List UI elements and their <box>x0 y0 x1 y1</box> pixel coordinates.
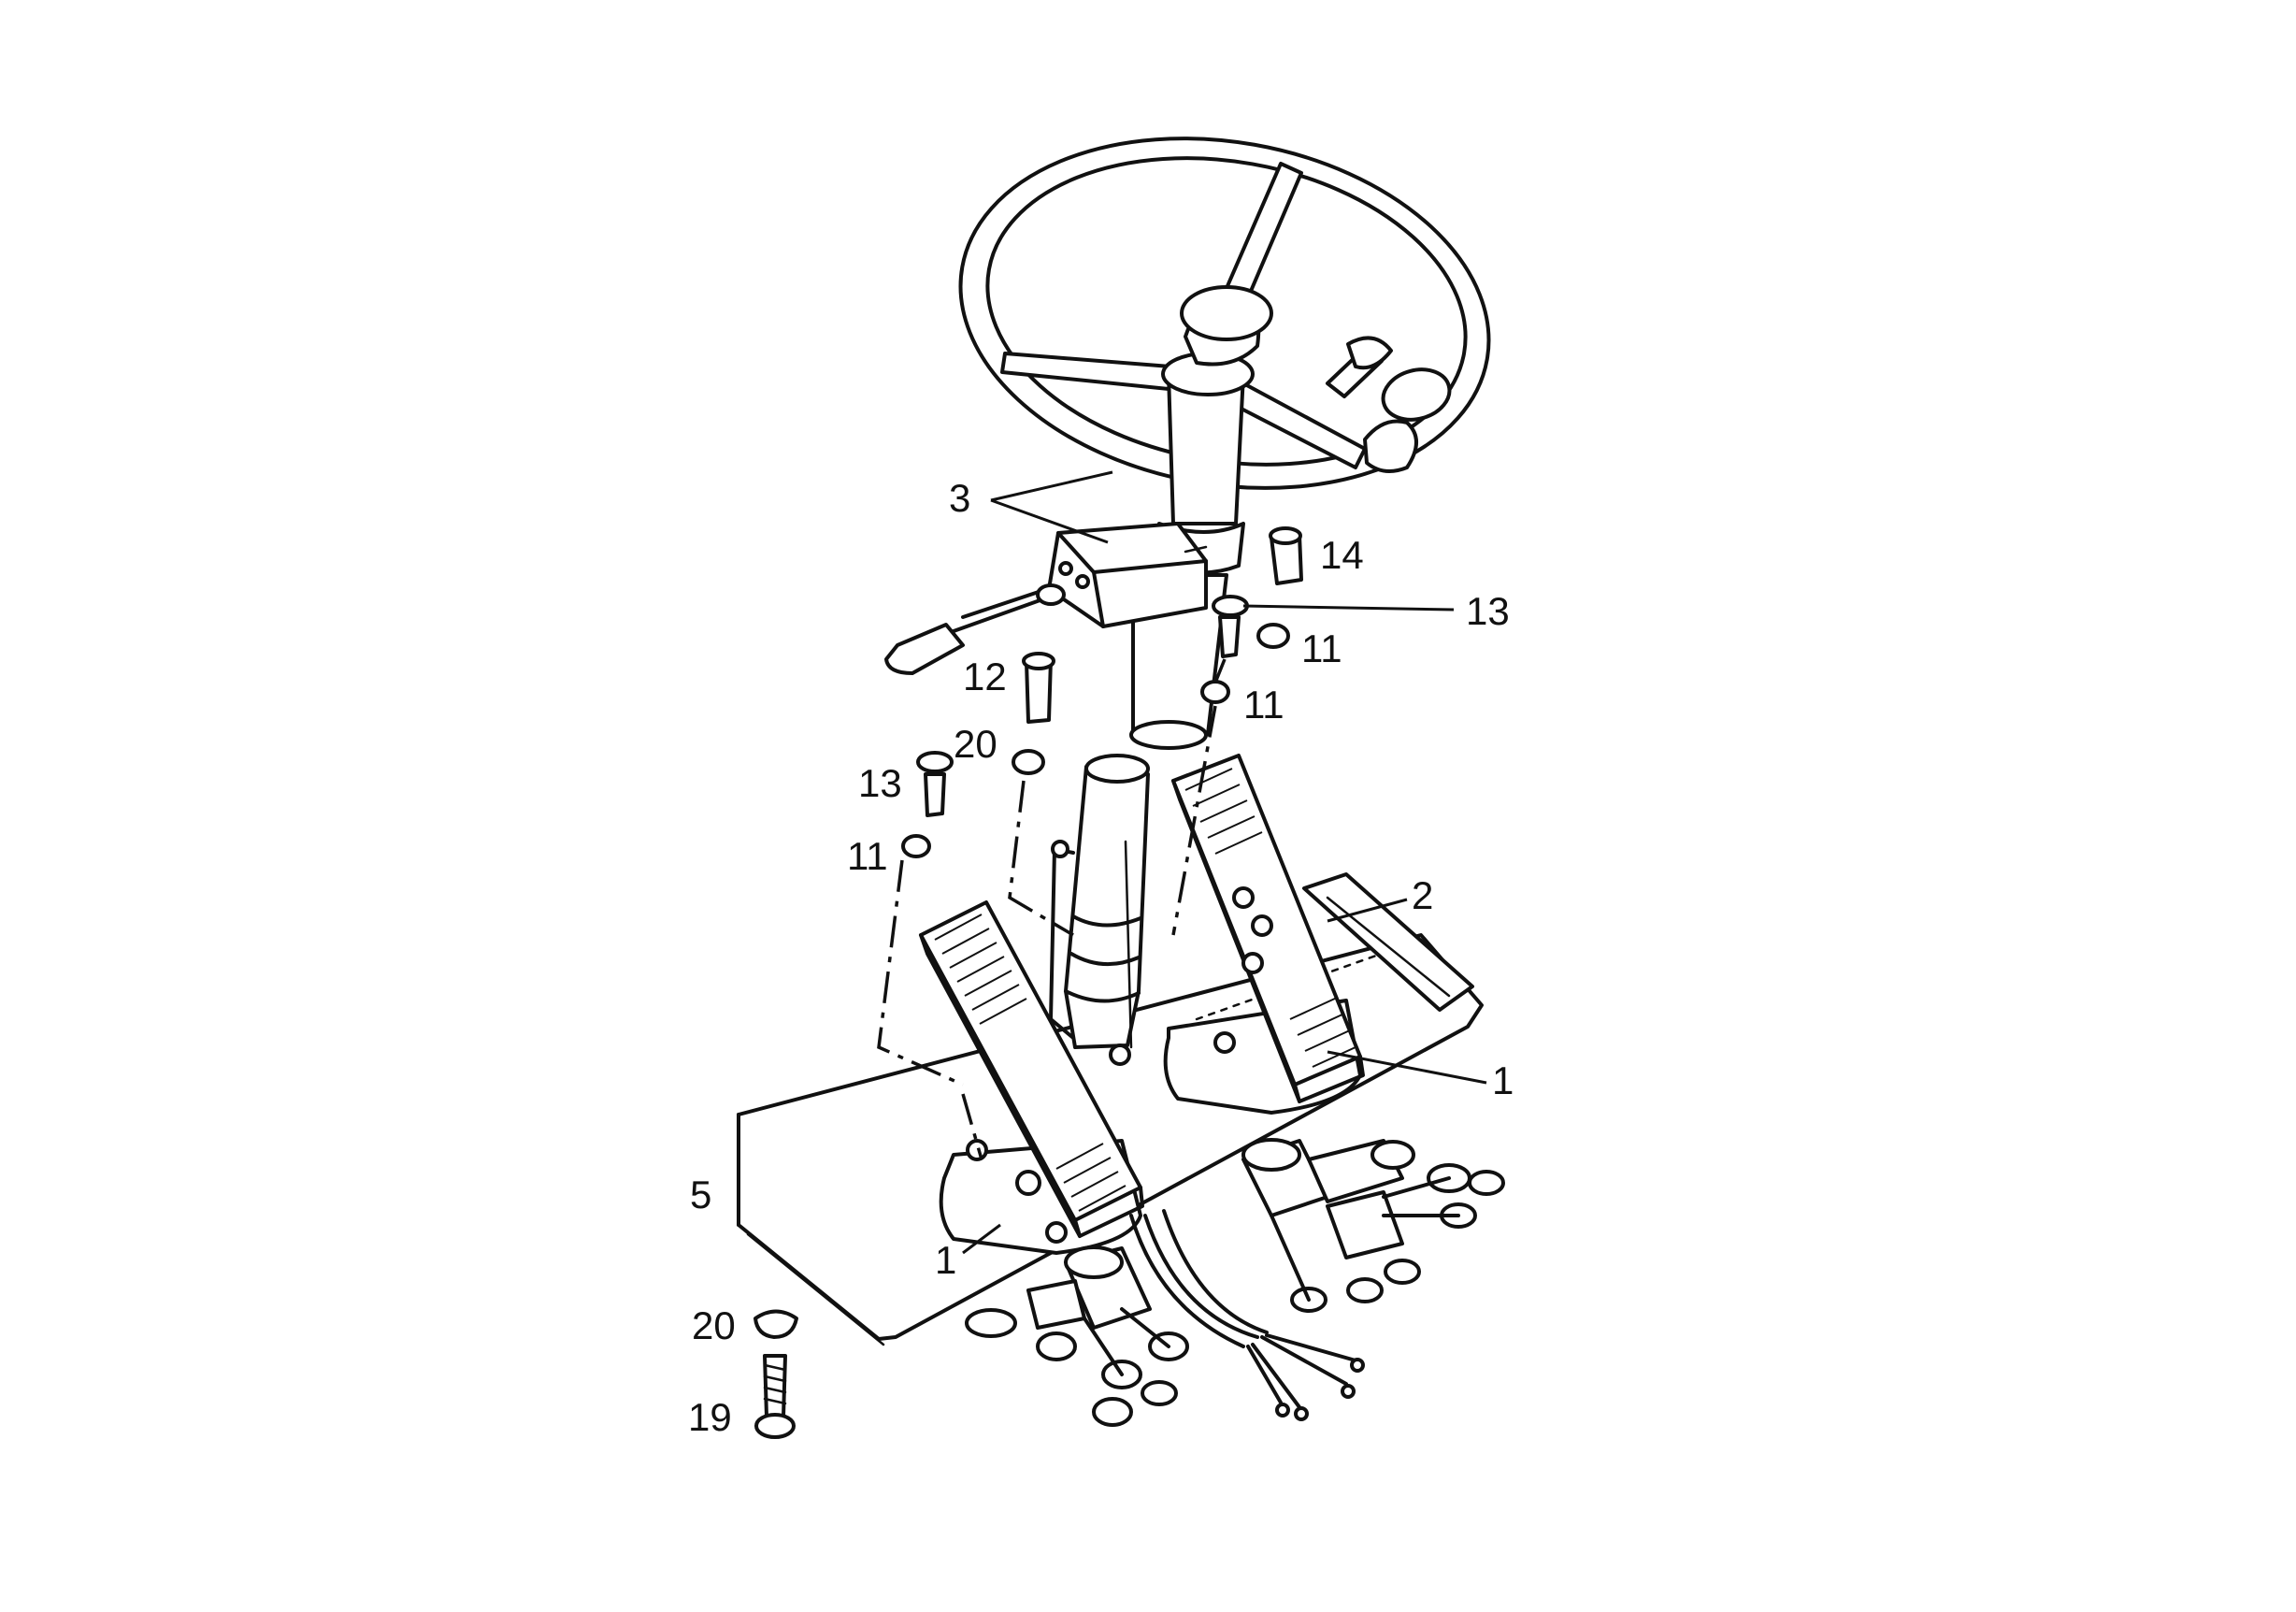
alignment-lines <box>877 658 1227 1160</box>
leader-lines <box>962 470 1487 1255</box>
accelerator-pedal-tread <box>1184 768 1356 1068</box>
callout-11-lower: 11 <box>847 834 888 878</box>
callout-19: 19 <box>688 1395 732 1439</box>
callout-1-right: 1 <box>1492 1058 1514 1102</box>
bolt-19 <box>754 1354 796 1439</box>
accelerator-pedal <box>1163 754 1365 1115</box>
callout-numbers: 3 14 13 11 11 12 20 13 11 2 1 5 1 20 19 <box>688 476 1514 1439</box>
callout-13-lower: 13 <box>858 761 902 805</box>
callout-14: 14 <box>1320 533 1364 577</box>
washer-20-lower <box>753 1309 798 1339</box>
combination-switch <box>884 522 1208 675</box>
washer-11-lower <box>901 834 931 858</box>
callout-20-lower: 20 <box>692 1303 736 1347</box>
washer-11-upper <box>1200 680 1230 704</box>
callout-20-upper: 20 <box>954 722 997 766</box>
callout-12: 12 <box>963 655 1007 698</box>
cap-screw-14 <box>1269 526 1303 585</box>
callout-11-upper: 11 <box>1243 683 1284 727</box>
bolt-13-upper <box>1212 595 1249 658</box>
callout-1-left: 1 <box>935 1238 956 1282</box>
callout-2: 2 <box>1412 873 1433 917</box>
washer-20-upper <box>1012 749 1045 775</box>
pedal-guide-plate <box>1302 872 1474 1012</box>
callout-3: 3 <box>949 476 970 520</box>
cap-screw-12 <box>1022 652 1055 724</box>
callout-11-upper-right: 11 <box>1301 626 1342 670</box>
hydraulic-valve-left <box>965 1245 1189 1427</box>
hydraulic-valve-right <box>1241 1138 1505 1313</box>
bolt-13-lower <box>916 751 954 817</box>
brake-pedal <box>919 900 1144 1255</box>
callout-13-upper: 13 <box>1466 589 1510 633</box>
wiring-harness <box>1129 1209 1365 1421</box>
callout-5: 5 <box>690 1173 711 1216</box>
steering-column-lower <box>1049 754 1150 1066</box>
steering-wheel <box>958 137 1491 575</box>
brake-pedal-tread <box>934 914 1126 1212</box>
washer-11-upper-right <box>1256 623 1290 649</box>
